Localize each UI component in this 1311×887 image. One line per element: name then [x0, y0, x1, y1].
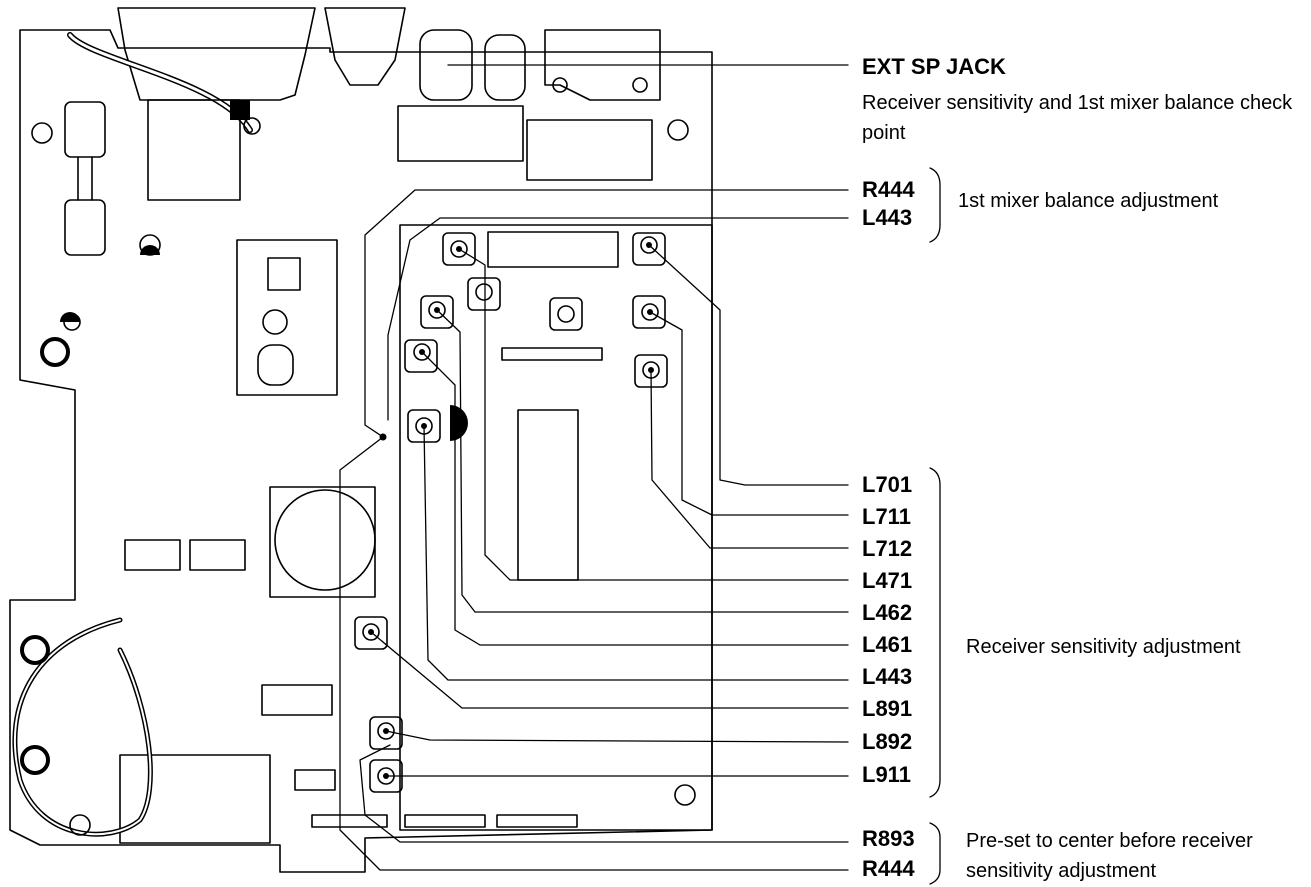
wire-loop-inner [13, 619, 152, 836]
label-ext-sp-jack: EXT SP JACK [862, 54, 1006, 79]
connector-strip-3 [496, 814, 578, 828]
big-ring-1 [40, 337, 70, 367]
ic-block-2 [526, 119, 653, 181]
screw-right-bottom [674, 784, 696, 806]
group-mixer-balance: 1st mixer balance adjustment [958, 190, 1219, 212]
group-receiver-sensitivity: Receiver sensitivity adjustment [966, 636, 1241, 658]
wire-loop [12, 617, 153, 837]
top-connector [117, 7, 316, 101]
label-r444-bottom: R444 [862, 856, 915, 881]
board-outline [9, 29, 713, 873]
relay-cap [257, 344, 294, 386]
ic-block-1 [397, 105, 524, 162]
connector-strip-1 [311, 814, 388, 828]
jack-body-2 [484, 34, 526, 101]
cable-tie [243, 117, 261, 135]
label-l891: L891 [862, 696, 913, 721]
ic-left-2 [189, 539, 246, 571]
screw-left-top [31, 122, 53, 144]
fuse-holder-bottom [64, 199, 106, 256]
bottom-rect [119, 754, 271, 844]
label-l461: L461 [862, 632, 913, 657]
ic-big [517, 409, 579, 581]
label-l443-lower: L443 [862, 664, 913, 689]
screw-right-top [667, 119, 689, 141]
label-r444-top: R444 [862, 177, 915, 202]
label-l462: L462 [862, 600, 913, 625]
top-connector-2 [324, 7, 406, 86]
label-l911: L911 [862, 762, 911, 787]
relay-square [267, 257, 301, 291]
ic-bottom-2 [294, 769, 336, 791]
battery-cell [274, 489, 376, 591]
screw-left-bottom [69, 814, 91, 836]
cable [67, 32, 253, 133]
group-preset: Pre-set to center before receiver sensit… [966, 830, 1253, 882]
label-l712: L712 [862, 536, 913, 561]
connector-strip-2 [404, 814, 486, 828]
regulator-block [147, 99, 241, 201]
dark-components [60, 100, 654, 779]
top-slot [487, 231, 619, 268]
braces [929, 167, 941, 885]
jack-body-3 [544, 29, 661, 101]
label-l701: L701 [862, 472, 913, 497]
jack-hole-1 [552, 77, 568, 93]
jack-hole-2 [632, 77, 648, 93]
big-ring-2 [20, 635, 50, 665]
leader-lines [339, 64, 849, 871]
ic-left-1 [124, 539, 181, 571]
shield-can [399, 224, 713, 831]
label-l711: L711 [862, 504, 911, 529]
relay-block [236, 239, 338, 396]
relay-circle [262, 309, 288, 335]
label-l443-top: L443 [862, 205, 913, 230]
fuse-holder-top [64, 101, 106, 158]
label-l892: L892 [862, 729, 913, 754]
label-l471: L471 [862, 568, 913, 593]
label-r893: R893 [862, 826, 915, 851]
ic-bottom-1 [261, 684, 333, 716]
big-ring-3 [20, 745, 50, 775]
ext-sp-description: Receiver sensitivity and 1st mixer balan… [862, 92, 1293, 144]
mid-slot [501, 347, 603, 361]
